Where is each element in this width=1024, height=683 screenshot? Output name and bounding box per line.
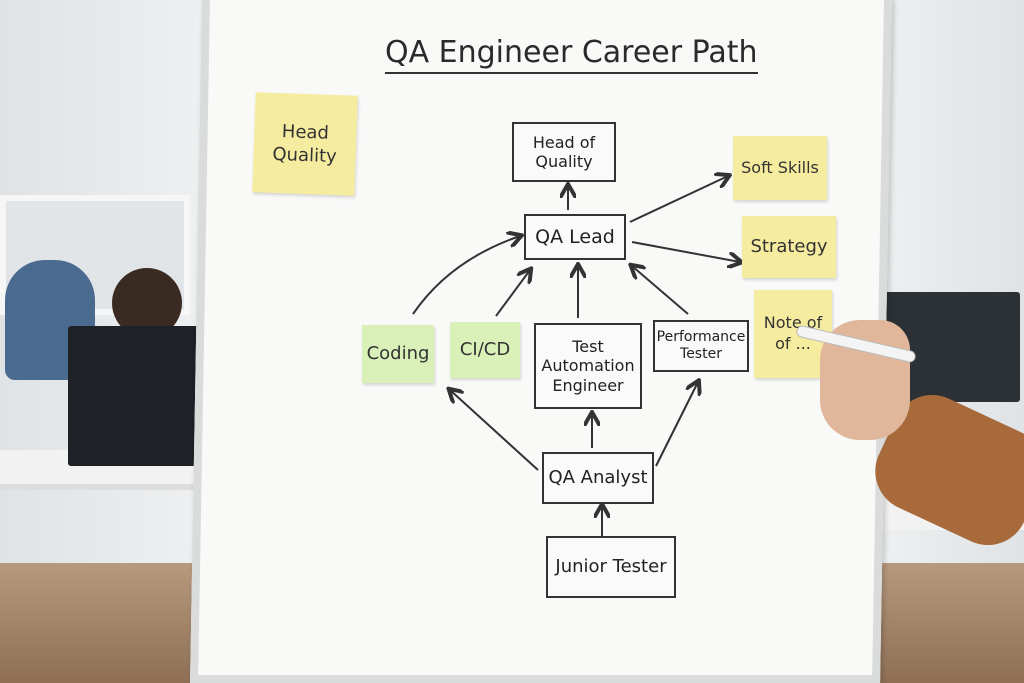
board-title: QA Engineer Career Path xyxy=(385,35,758,74)
box-performance-tester: Performance Tester xyxy=(653,320,749,372)
sticky-strategy: Strategy xyxy=(742,216,836,278)
box-qa-lead: QA Lead xyxy=(524,214,626,260)
arrow xyxy=(631,241,740,262)
box-head-of-quality: Head of Quality xyxy=(512,122,616,182)
sticky-cicd: CI/CD xyxy=(450,322,520,378)
box-test-automation: Test Automation Engineer xyxy=(534,323,642,409)
arrow xyxy=(412,236,520,315)
arrow xyxy=(629,176,728,223)
sticky-soft-skills: Soft Skills xyxy=(733,136,827,200)
arrow xyxy=(450,390,539,471)
sticky-head-quality: Head Quality xyxy=(252,92,358,196)
box-junior-tester: Junior Tester xyxy=(546,536,676,598)
arrow xyxy=(632,266,689,315)
sticky-coding: Coding xyxy=(362,325,434,383)
arrow xyxy=(495,270,530,317)
monitor xyxy=(68,326,218,466)
arrow xyxy=(655,382,698,467)
box-qa-analyst: QA Analyst xyxy=(542,452,654,504)
